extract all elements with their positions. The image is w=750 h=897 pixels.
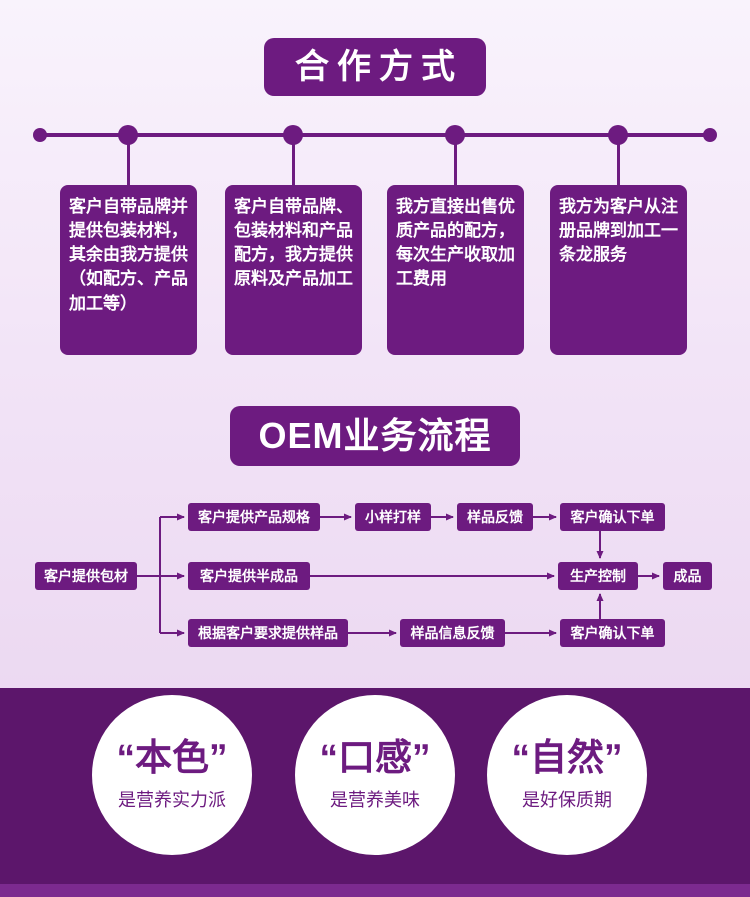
feature-title-2: “口感” bbox=[319, 737, 431, 779]
cooperation-card-3: 我方直接出售优质产品的配方，每次生产收取加工费用 bbox=[387, 185, 524, 355]
timeline-node-dot-2 bbox=[283, 125, 303, 145]
cooperation-card-1: 客户自带品牌并提供包装材料，其余由我方提供（如配方、产品加工等） bbox=[60, 185, 197, 355]
flow-node-finished-product: 成品 bbox=[663, 562, 712, 590]
features-section: “本色” 是营养实力派 “口感” 是营养美味 “自然” 是好保质期 bbox=[0, 688, 750, 897]
feature-circle-2: “口感” 是营养美味 bbox=[295, 695, 455, 855]
flow-node-customer-packaging: 客户提供包材 bbox=[35, 562, 137, 590]
timeline-connector-1 bbox=[127, 136, 130, 185]
footer-strip bbox=[0, 884, 750, 897]
feature-subtitle-1: 是营养实力派 bbox=[118, 789, 226, 810]
timeline-endpoint-left bbox=[33, 128, 47, 142]
feature-title-3: “自然” bbox=[511, 737, 623, 779]
flow-node-provide-samples: 根据客户要求提供样品 bbox=[188, 619, 348, 647]
timeline-connector-3 bbox=[454, 136, 457, 185]
flow-node-confirm-order-bottom: 客户确认下单 bbox=[560, 619, 665, 647]
cooperation-card-4: 我方为客户从注册品牌到加工一条龙服务 bbox=[550, 185, 687, 355]
timeline-endpoint-right bbox=[703, 128, 717, 142]
flow-node-product-spec: 客户提供产品规格 bbox=[188, 503, 320, 531]
flow-node-semi-finished: 客户提供半成品 bbox=[188, 562, 310, 590]
flow-node-production-control: 生产控制 bbox=[558, 562, 638, 590]
flow-node-sample-feedback: 样品反馈 bbox=[457, 503, 533, 531]
timeline-connector-4 bbox=[617, 136, 620, 185]
timeline-connector-2 bbox=[292, 136, 295, 185]
timeline-line bbox=[40, 133, 710, 137]
feature-subtitle-2: 是营养美味 bbox=[330, 789, 420, 810]
flow-node-sample-info-feedback: 样品信息反馈 bbox=[400, 619, 505, 647]
timeline-node-dot-4 bbox=[608, 125, 628, 145]
flow-node-confirm-order-top: 客户确认下单 bbox=[560, 503, 665, 531]
feature-title-1: “本色” bbox=[116, 737, 228, 779]
flow-node-sample-making: 小样打样 bbox=[355, 503, 431, 531]
timeline-node-dot-3 bbox=[445, 125, 465, 145]
oem-section-title: OEM业务流程 bbox=[230, 406, 520, 466]
feature-subtitle-3: 是好保质期 bbox=[522, 789, 612, 810]
cooperation-card-2: 客户自带品牌、包装材料和产品配方，我方提供原料及产品加工 bbox=[225, 185, 362, 355]
feature-circle-3: “自然” 是好保质期 bbox=[487, 695, 647, 855]
oem-flowchart: 客户提供包材 客户提供产品规格 小样打样 样品反馈 客户确认下单 客户提供半成品… bbox=[0, 495, 750, 660]
cooperation-section-title: 合作方式 bbox=[264, 38, 486, 96]
timeline-node-dot-1 bbox=[118, 125, 138, 145]
feature-circle-1: “本色” 是营养实力派 bbox=[92, 695, 252, 855]
